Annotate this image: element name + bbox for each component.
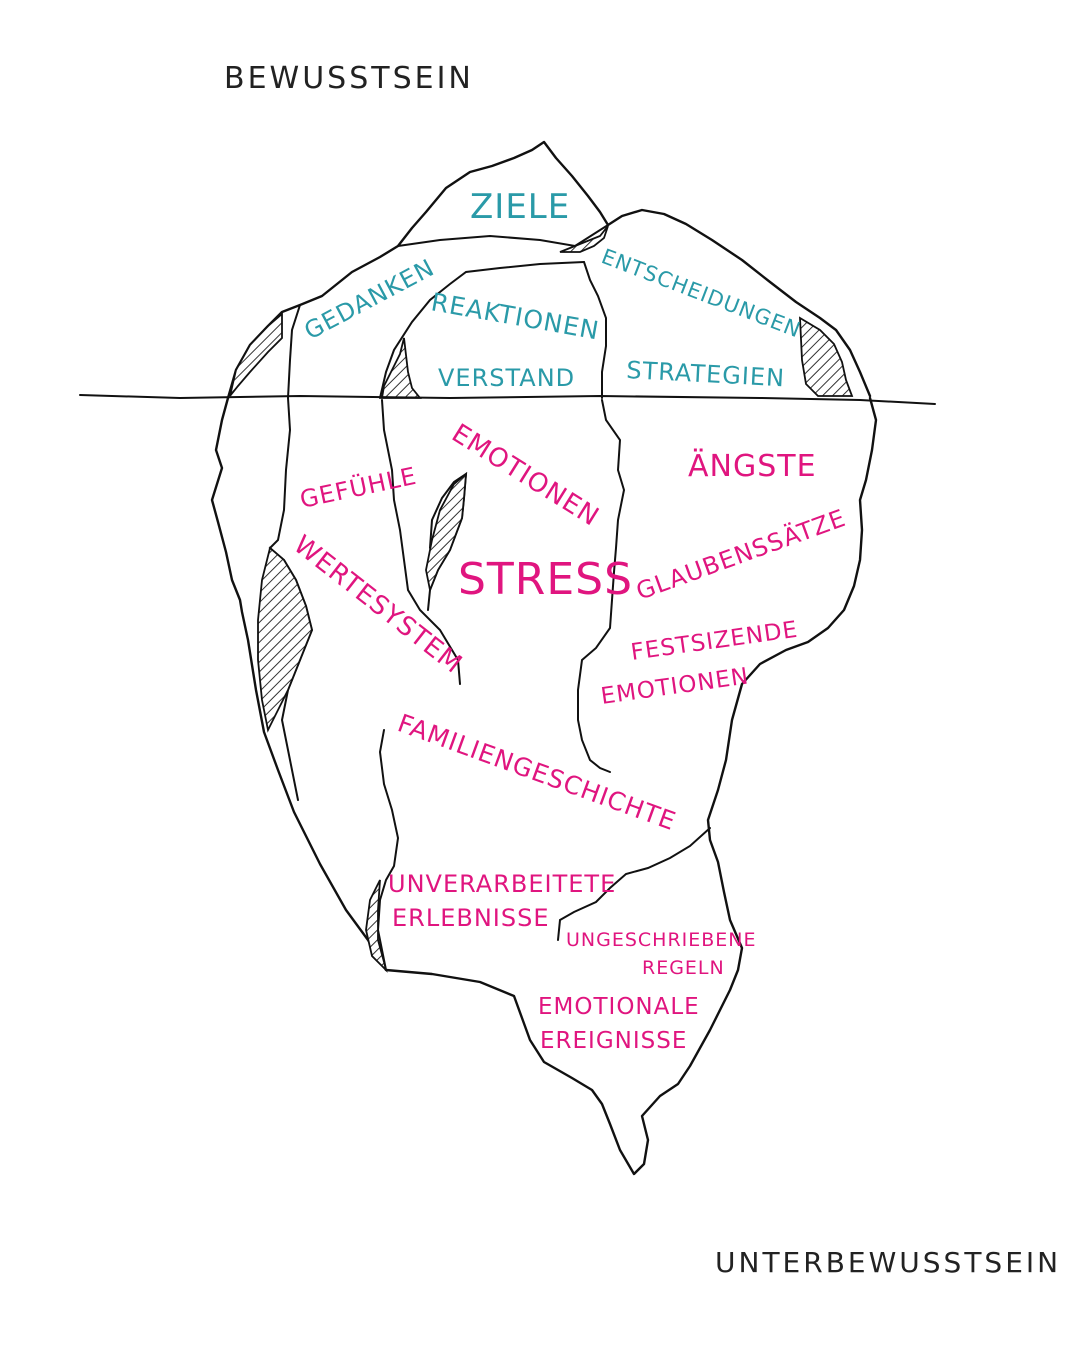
- tip-crack-middle: [379, 261, 585, 399]
- iceberg-underwater: [210, 396, 878, 1176]
- label-strategien: STRATEGIEN: [626, 356, 786, 392]
- crack-lower-right: [557, 827, 711, 941]
- subconscious-topics: EMOTIONEN ÄNGSTE GEFÜHLE WERTESYSTEM STR…: [288, 418, 850, 1054]
- shadow-center: [425, 471, 468, 594]
- waterline: [79, 394, 936, 405]
- shadow-left-wall: [257, 546, 313, 733]
- tip-crack-left: [287, 304, 301, 399]
- crack-center-left: [381, 399, 461, 685]
- label-festsizende-emotionen: EMOTIONEN: [599, 663, 751, 710]
- label-glaubenssaetze: GLAUBENSSÄTZE: [632, 503, 849, 606]
- label-familiengeschichte: FAMILIENGESCHICHTE: [394, 708, 680, 836]
- label-emotionale: EMOTIONALE: [538, 994, 700, 1020]
- iceberg-tip: [226, 140, 872, 400]
- label-unverarbeitete: UNVERARBEITETE: [388, 870, 616, 898]
- tip-crack-right: [583, 261, 607, 399]
- label-emotionen: EMOTIONEN: [446, 418, 604, 532]
- label-entscheidungen: ENTSCHEIDUNGEN: [598, 244, 804, 342]
- tip-shadow-top: [559, 225, 609, 253]
- label-reaktionen: REAKTIONEN: [429, 287, 602, 345]
- label-verstand: VERSTAND: [438, 364, 575, 392]
- conscious-topics: ZIELE ENTSCHEIDUNGEN GEDANKEN REAKTIONEN…: [300, 187, 805, 392]
- label-aengste: ÄNGSTE: [688, 448, 817, 484]
- crack-right-column: [577, 399, 626, 773]
- tip-outline: [226, 140, 872, 400]
- underwater-outline: [210, 396, 878, 1176]
- label-erlebnisse: ERLEBNISSE: [392, 904, 550, 932]
- label-ereignisse: EREIGNISSE: [540, 1028, 687, 1054]
- label-gedanken: GEDANKEN: [300, 253, 439, 345]
- crack-lower-left: [376, 729, 400, 971]
- conscious-label: BEWUSSTSEIN: [224, 61, 474, 96]
- tip-crack-top: [397, 224, 609, 248]
- tip-shadow-left: [229, 312, 283, 397]
- label-stress: STRESS: [458, 554, 633, 605]
- subconscious-label: UNTERBEWUSSTSEIN: [715, 1246, 1061, 1279]
- shadow-bottom-left: [365, 879, 388, 973]
- label-ziele: ZIELE: [470, 187, 570, 227]
- label-festsizende: FESTSIZENDE: [629, 617, 800, 666]
- tip-shadow-right: [799, 316, 854, 397]
- label-gefuehle: GEFÜHLE: [297, 461, 419, 514]
- label-ungeschriebene: UNGESCHRIEBENE: [566, 929, 757, 951]
- label-regeln: REGELN: [642, 957, 725, 979]
